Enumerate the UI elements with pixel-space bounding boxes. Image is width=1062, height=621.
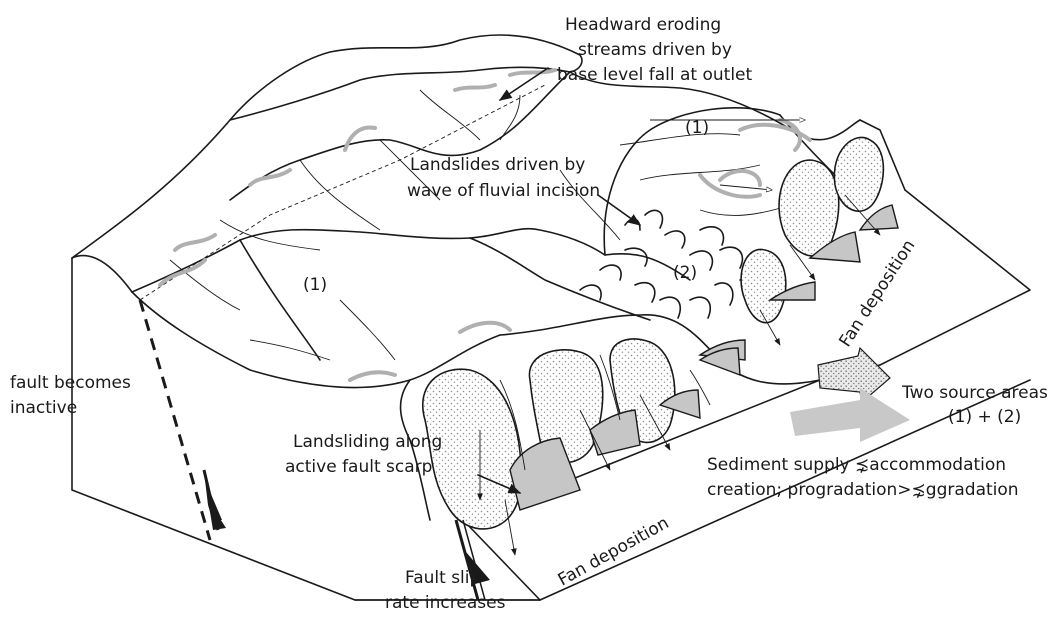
two-source-label-2: (1) + (2) (948, 407, 1021, 427)
landslides-label-1: Landslides driven by (410, 155, 585, 175)
marker-1-top: (1) (685, 118, 709, 138)
fault-inactive-label-1: fault becomes (10, 373, 131, 393)
fault-slip-label-1: Fault slip (405, 568, 480, 588)
marker-2: (2) (673, 263, 697, 283)
landsliding-label-2: active fault scarp (285, 457, 432, 477)
fans-front (423, 339, 740, 529)
headward-label-1: Headward eroding (565, 15, 721, 35)
sediment-arrow-icon (790, 388, 910, 442)
marker-1-left: (1) (303, 275, 327, 295)
channel-heads (160, 70, 810, 380)
landslide-scars (580, 210, 757, 318)
fans-right (700, 137, 898, 360)
landsliding-label-1: Landsliding along (293, 432, 442, 452)
sediment-arrow-icon (818, 348, 890, 402)
fault-slip-label-2: rate increases (385, 593, 506, 613)
fan-deposition-bottom: Fan deposition (555, 513, 673, 590)
fault-inactive-label-2: inactive (10, 398, 77, 418)
landslides-label-2: wave of fluvial incision (407, 181, 600, 201)
sediment-label-1: Sediment supply ⋨accommodation (707, 455, 1006, 475)
sediment-arrows (790, 348, 910, 442)
two-source-label-1: Two source areas (901, 383, 1048, 403)
headward-label-2: streams driven by (578, 40, 732, 60)
labels: Headward eroding streams driven by base … (10, 15, 1048, 613)
sediment-label-2: creation; progradation>⋨ggradation (707, 480, 1019, 500)
headward-label-3: base level fall at outlet (557, 65, 753, 85)
